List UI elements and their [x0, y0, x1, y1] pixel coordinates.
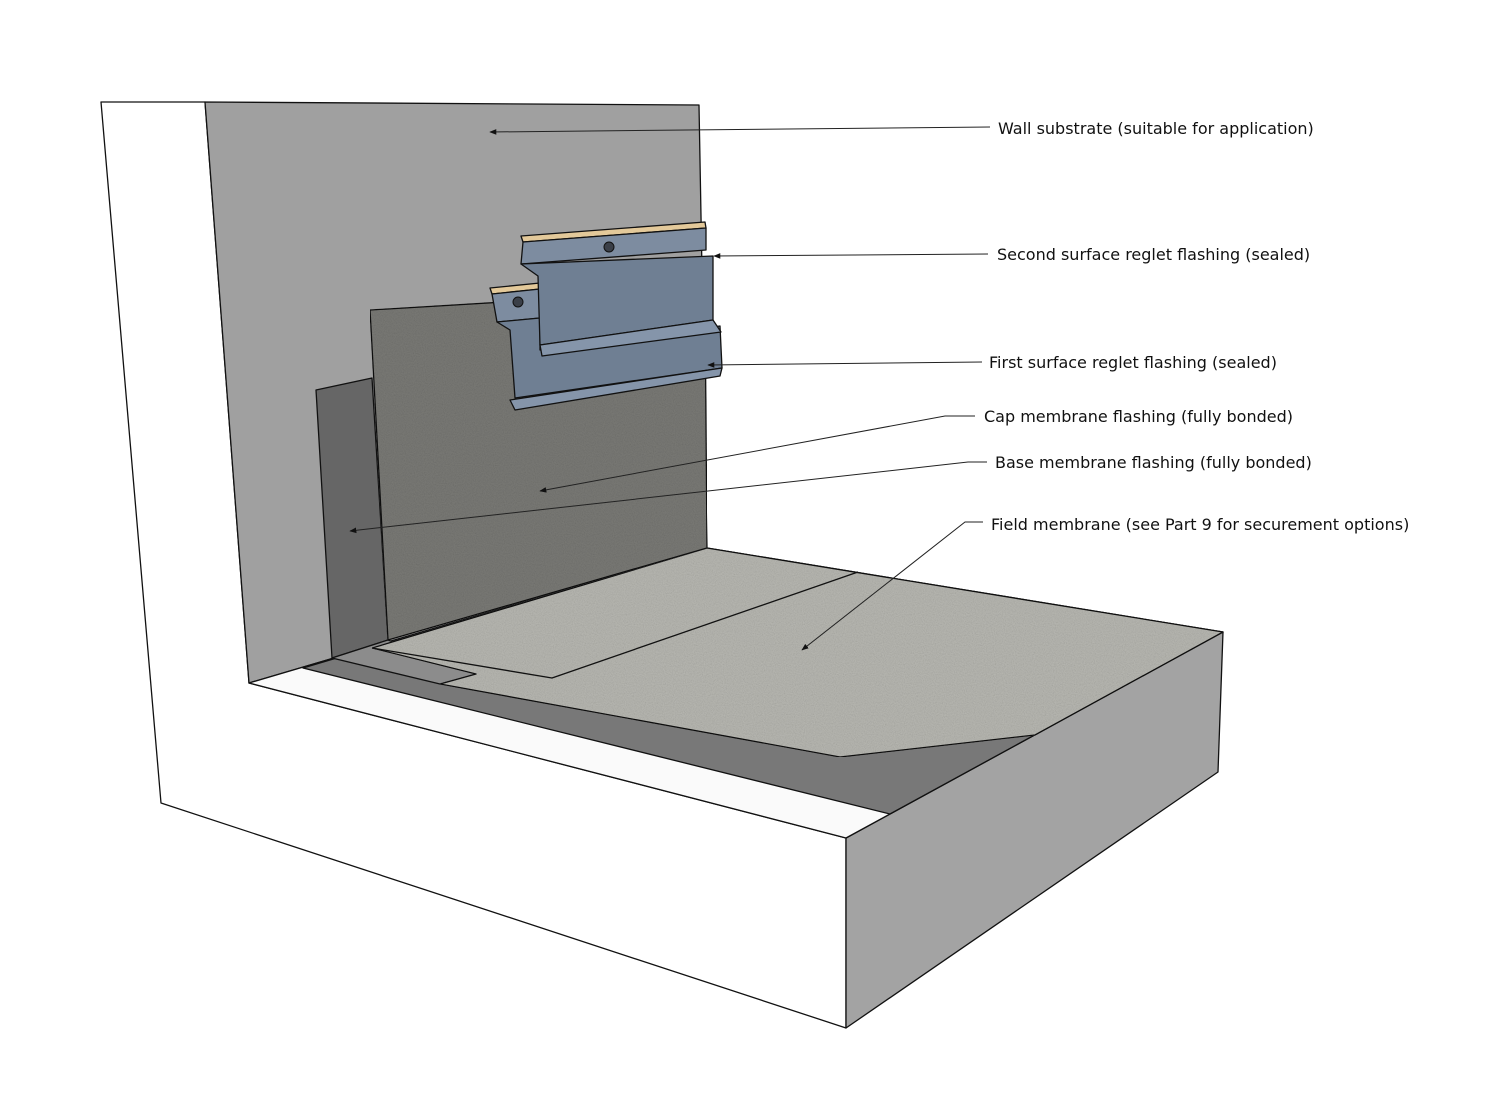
- leader-cap-membrane: [539, 415, 975, 493]
- leader-base-membrane: [349, 461, 987, 534]
- leader-second-reglet: [713, 253, 989, 259]
- second-surface-reglet: [520, 221, 722, 357]
- screw-icon: [512, 296, 524, 308]
- leader-wall-substrate: [489, 126, 991, 135]
- cap-membrane-lap-edge: [371, 571, 859, 679]
- label-base-membrane: Base membrane flashing (fully bonded): [995, 453, 1312, 472]
- leader-field-membrane: [801, 521, 983, 651]
- field-membrane: [371, 547, 1224, 758]
- label-first-reglet: First surface reglet flashing (sealed): [989, 353, 1277, 372]
- label-cap-membrane: Cap membrane flashing (fully bonded): [984, 407, 1293, 426]
- label-field-membrane: Field membrane (see Part 9 for securemen…: [991, 515, 1409, 534]
- label-second-reglet: Second surface reglet flashing (sealed): [997, 245, 1310, 264]
- label-wall-substrate: Wall substrate (suitable for application…: [998, 119, 1314, 138]
- leader-first-reglet: [707, 361, 983, 368]
- screw-icon: [603, 241, 615, 253]
